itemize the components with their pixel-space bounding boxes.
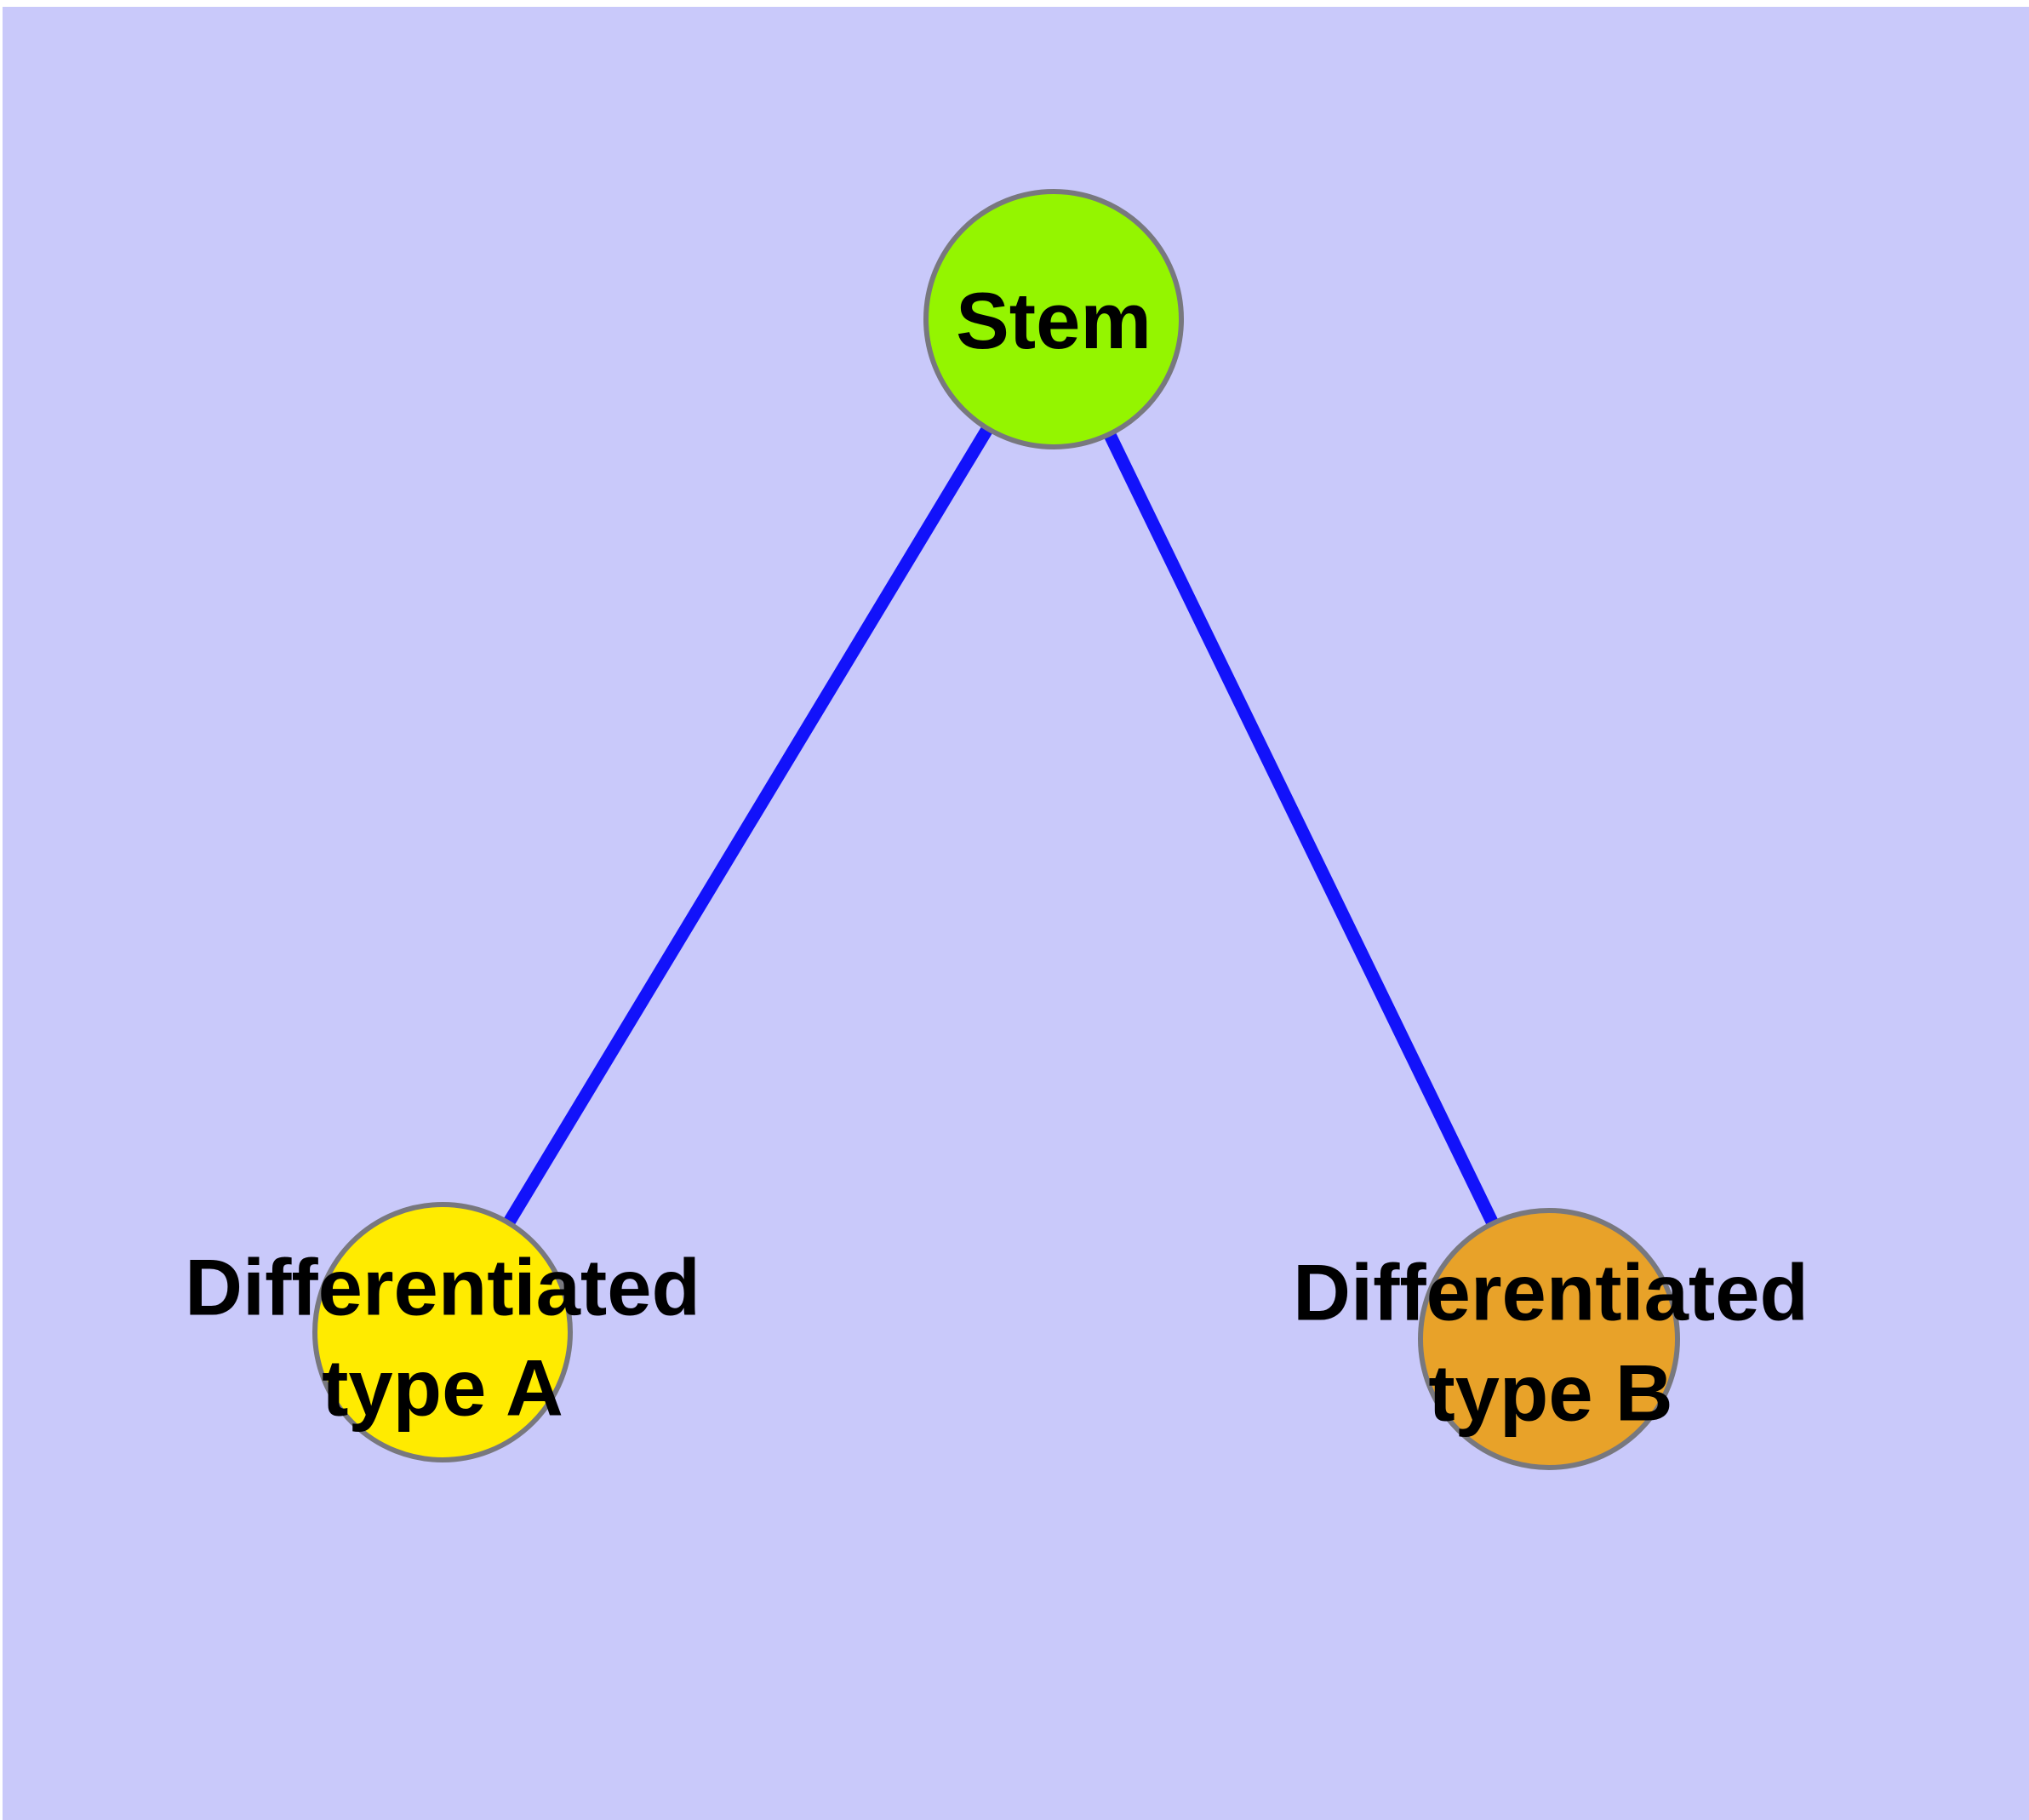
node-type-a xyxy=(312,1202,573,1462)
node-label-stem: Stem xyxy=(956,275,1152,365)
node-label-type-a: Differentiated type A xyxy=(185,1242,700,1433)
node-label-type-b: Differentiated type B xyxy=(1293,1247,1809,1438)
edge-stem-to-type-a xyxy=(437,316,1060,1336)
node-stem xyxy=(923,189,1184,449)
node-type-b xyxy=(1418,1208,1680,1470)
edge-stem-to-type-b xyxy=(1048,316,1555,1342)
